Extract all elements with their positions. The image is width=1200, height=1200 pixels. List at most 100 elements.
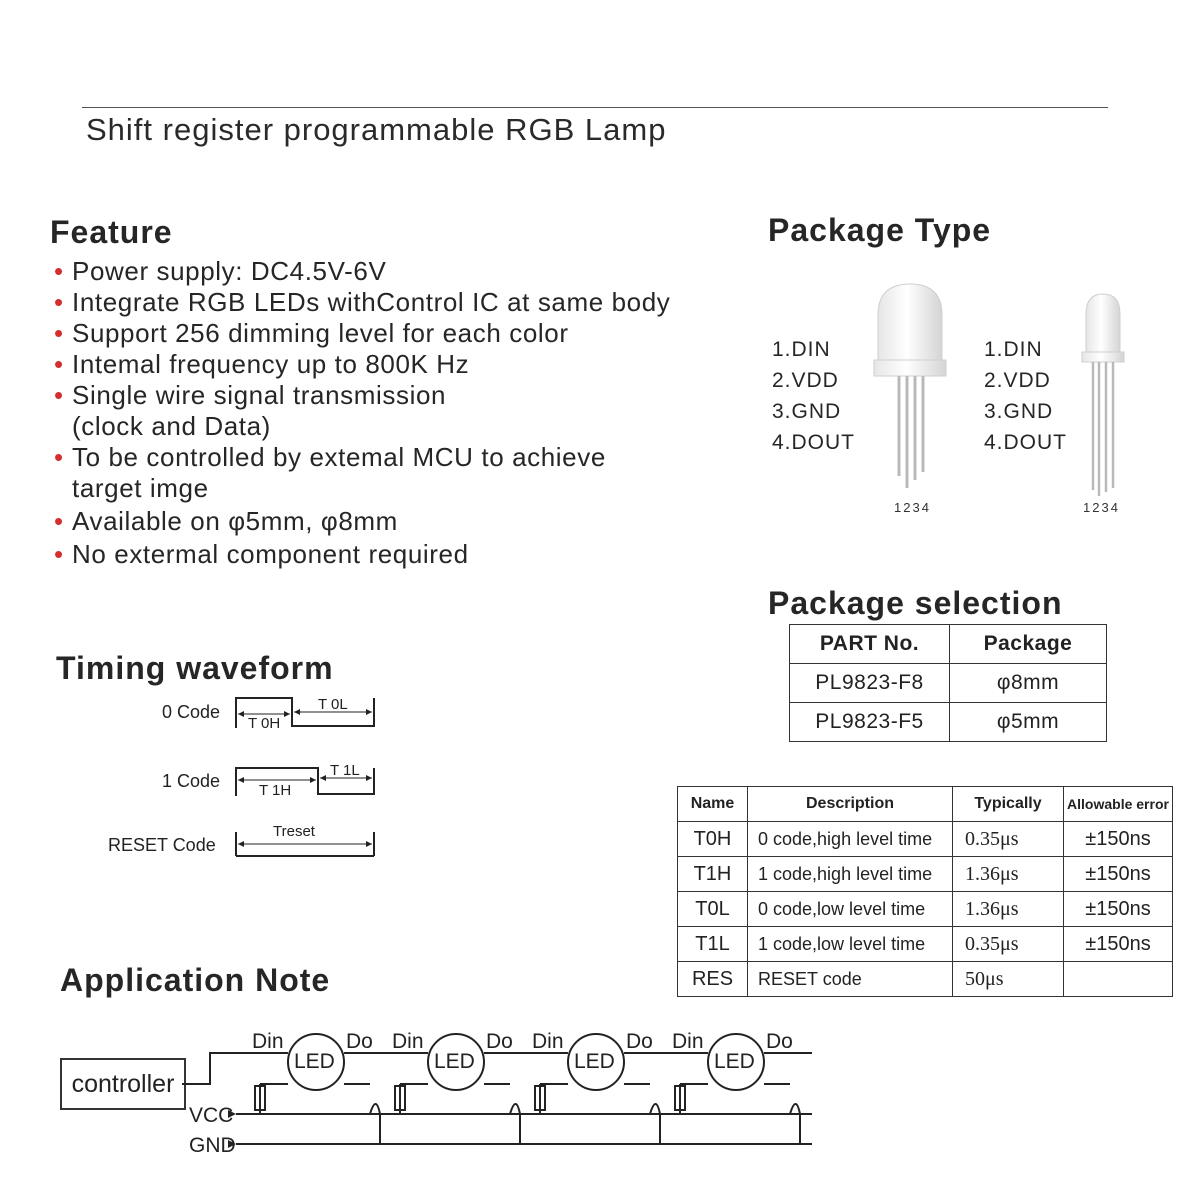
table-cell: 1 code,low level time: [747, 926, 953, 962]
pin-label: 1.DIN: [772, 338, 831, 361]
stage-4: [674, 1083, 801, 1144]
feature-item: •Single wire signal transmission (clock …: [54, 380, 447, 441]
bullet-icon: •: [54, 349, 64, 379]
led-label: LED: [434, 1050, 475, 1073]
reset-code-waveform: [235, 832, 375, 857]
table-cell: RESET code: [747, 961, 953, 997]
table-cell: φ5mm: [949, 702, 1107, 742]
feature-item: •Support 256 dimming level for each colo…: [54, 318, 569, 348]
table-row: PL9823-F5 φ5mm: [789, 702, 1107, 742]
stage-2: [394, 1083, 521, 1144]
table-cell: T1H: [677, 856, 748, 892]
pin-list-8mm: 1.DIN 2.VDD 3.GND 4.DOUT: [772, 334, 855, 458]
table-cell: T0L: [677, 891, 748, 927]
table-cell: ±150ns: [1063, 891, 1173, 927]
table-header-cell: Package: [949, 624, 1107, 664]
zero-code-label: 0 Code: [162, 702, 221, 722]
pin-numbers-5mm: 1234: [1083, 500, 1120, 515]
led-label: LED: [714, 1050, 755, 1073]
table-cell: 0.35μs: [952, 926, 1064, 962]
vcc-label: VCC: [189, 1104, 234, 1127]
page-title: Shift register programmable RGB Lamp: [86, 112, 667, 147]
table-cell: φ8mm: [949, 663, 1107, 703]
t1l-label: T 1L: [330, 762, 360, 779]
led-label: LED: [574, 1050, 615, 1073]
zero-code-waveform: [235, 697, 375, 728]
table-cell: T1L: [677, 926, 748, 962]
pin-label: 4.DOUT: [772, 431, 856, 454]
bullet-icon: •: [54, 380, 64, 410]
bullet-icon: •: [54, 442, 64, 472]
table-header-cell: Description: [747, 786, 953, 822]
table-row: T0H 0 code,high level time 0.35μs ±150ns: [677, 821, 1173, 857]
stage-1: [254, 1083, 381, 1144]
table-cell: PL9823-F5: [789, 702, 950, 742]
do-label: Do: [766, 1030, 793, 1053]
pin-numbers-8mm: 1234: [894, 500, 931, 515]
table-cell: 0 code,high level time: [747, 821, 953, 857]
feature-list: •Power supply: DC4.5V-6V •Integrate RGB …: [52, 256, 670, 570]
gnd-label: GND: [189, 1134, 236, 1157]
feature-item: •Intemal frequency up to 800K Hz: [54, 349, 470, 379]
table-cell: 0.35μs: [952, 821, 1064, 857]
treset-label: Treset: [273, 823, 315, 840]
table-cell: 0 code,low level time: [747, 891, 953, 927]
pin-label: 2.VDD: [772, 369, 839, 392]
pin-label: 2.VDD: [984, 369, 1051, 392]
timing-heading: Timing waveform: [56, 650, 334, 686]
feature-item: •To be controlled by extemal MCU to achi…: [54, 442, 606, 503]
pin-label: 3.GND: [772, 400, 842, 423]
bullet-icon: •: [54, 318, 64, 348]
feature-item: •Power supply: DC4.5V-6V: [54, 256, 387, 286]
do-label: Do: [626, 1030, 653, 1053]
timing-table: Name Description Typically Allowable err…: [677, 786, 1173, 997]
feature-item: •No extermal component required: [54, 539, 469, 569]
pin-label: 4.DOUT: [984, 431, 1068, 454]
table-header-cell: Allowable error: [1063, 786, 1173, 822]
table-header-row: Name Description Typically Allowable err…: [677, 786, 1173, 822]
din-label: Din: [252, 1030, 284, 1053]
pin-list-5mm: 1.DIN 2.VDD 3.GND 4.DOUT: [984, 334, 1067, 458]
bullet-icon: •: [54, 506, 64, 536]
feature-item: •Available on φ5mm, φ8mm: [54, 506, 398, 536]
application-heading: Application Note: [60, 962, 331, 998]
table-row: T0L 0 code,low level time 1.36μs ±150ns: [677, 891, 1173, 927]
table-header-cell: PART No.: [789, 624, 950, 664]
table-cell: T0H: [677, 821, 748, 857]
application-circuit: [182, 1033, 812, 1148]
package-type-heading: Package Type: [768, 212, 992, 248]
table-cell: 50μs: [952, 961, 1064, 997]
table-cell: 1.36μs: [952, 856, 1064, 892]
do-label: Do: [346, 1030, 373, 1053]
controller-box: controller: [60, 1058, 186, 1110]
led-8mm-icon: [873, 283, 947, 488]
table-cell: RES: [677, 961, 748, 997]
one-code-label: 1 Code: [162, 771, 221, 791]
pin-label: 3.GND: [984, 400, 1054, 423]
reset-code-label: RESET Code: [108, 835, 216, 855]
table-row: RES RESET code 50μs: [677, 961, 1173, 997]
package-selection-table: PART No. Package PL9823-F8 φ8mm PL9823-F…: [789, 624, 1107, 742]
table-header-row: PART No. Package: [789, 624, 1107, 664]
table-cell: ±150ns: [1063, 821, 1173, 857]
din-label: Din: [532, 1030, 564, 1053]
do-label: Do: [486, 1030, 513, 1053]
bullet-icon: •: [54, 539, 64, 569]
t1h-label: T 1H: [259, 782, 292, 799]
t0l-label: T 0L: [318, 696, 348, 713]
table-row: T1H 1 code,high level time 1.36μs ±150ns: [677, 856, 1173, 892]
table-row: PL9823-F8 φ8mm: [789, 663, 1107, 703]
table-cell: 1.36μs: [952, 891, 1064, 927]
header-rule: [82, 107, 1108, 108]
bullet-icon: •: [54, 256, 64, 286]
package-selection-heading: Package selection: [768, 585, 1063, 621]
feature-heading: Feature: [50, 214, 173, 250]
din-label: Din: [392, 1030, 424, 1053]
table-row: T1L 1 code,low level time 0.35μs ±150ns: [677, 926, 1173, 962]
table-header-cell: Typically: [952, 786, 1064, 822]
pin-label: 1.DIN: [984, 338, 1043, 361]
din-label: Din: [672, 1030, 704, 1053]
one-code-waveform: [235, 767, 375, 796]
t0h-label: T 0H: [248, 715, 281, 732]
table-header-cell: Name: [677, 786, 748, 822]
